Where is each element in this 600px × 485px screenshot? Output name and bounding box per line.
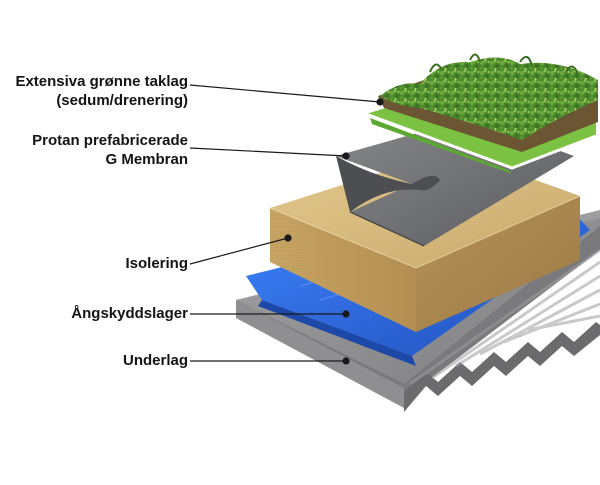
leader-line-green	[190, 85, 380, 102]
label-green-roof-line2: (sedum/drenering)	[15, 91, 188, 110]
label-membrane-line2: G Membran	[32, 150, 188, 169]
label-green-roof: Extensiva grønne taklag (sedum/drenering…	[15, 72, 188, 110]
label-substrate: Underlag	[123, 351, 188, 370]
label-membrane: Protan prefabricerade G Membran	[32, 131, 188, 169]
leader-line-membrane	[190, 148, 346, 156]
leader-dot-substrate	[343, 358, 349, 364]
label-vapour-barrier: Ångskyddslager	[71, 304, 188, 323]
label-vapour-barrier-text: Ångskyddslager	[71, 304, 188, 323]
leader-dot-insulation	[285, 235, 291, 241]
label-substrate-text: Underlag	[123, 351, 188, 370]
leader-dot-membrane	[343, 153, 349, 159]
label-insulation-text: Isolering	[125, 254, 188, 273]
label-membrane-line1: Protan prefabricerade	[32, 131, 188, 150]
leader-dot-vapour	[343, 311, 349, 317]
leader-dot-green	[377, 99, 383, 105]
label-green-roof-line1: Extensiva grønne taklag	[15, 72, 188, 91]
label-insulation: Isolering	[125, 254, 188, 273]
